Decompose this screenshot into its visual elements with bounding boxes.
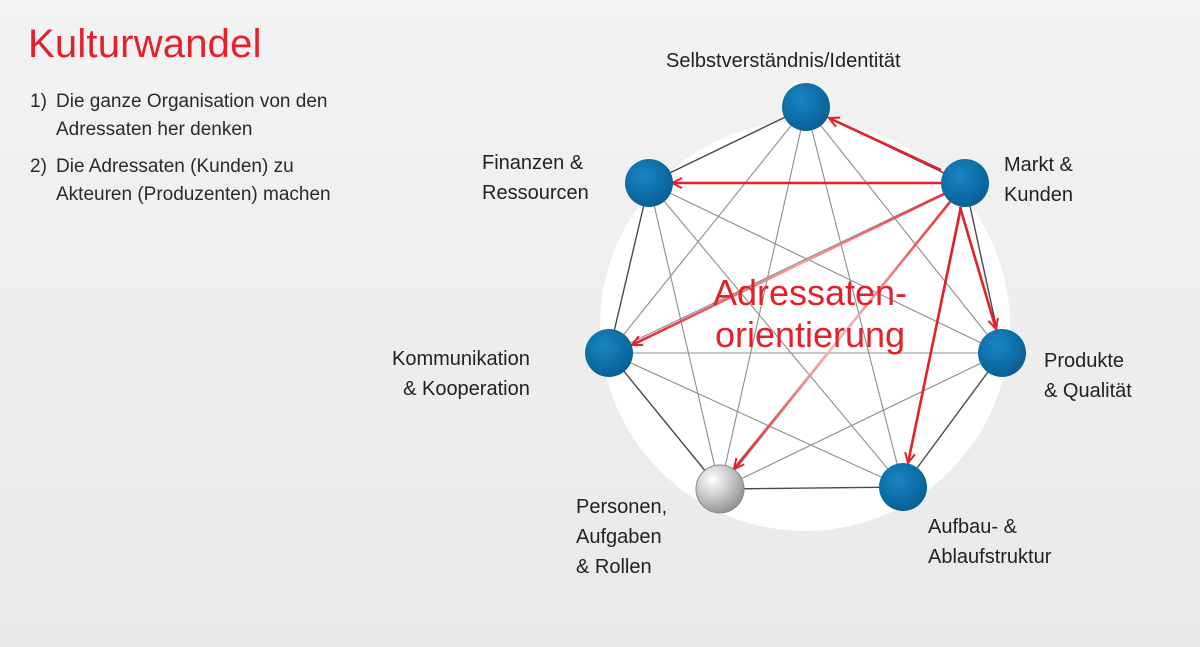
node-label-aufbau: Aufbau- & Ablaufstruktur: [928, 516, 1052, 568]
edge-produkte-aufbau: [902, 352, 1003, 488]
background-circle: [600, 121, 1010, 531]
arrow-markt-identitaet: [829, 118, 942, 172]
node-aufbau: [879, 463, 927, 511]
edge-aufbau-personen: [719, 486, 904, 490]
nodes: [585, 83, 1026, 514]
node-label-personen: Personen, Aufgaben & Rollen: [576, 496, 668, 578]
node-produkte: [978, 329, 1026, 377]
node-label-kommunikation: Kommunikation & Kooperation: [392, 348, 530, 400]
node-identitaet: [782, 83, 830, 131]
edge-personen-kommunikation: [608, 352, 721, 490]
edge-identitaet-kommunikation: [608, 106, 807, 354]
node-label-produkte: Produkte & Qualität: [1044, 350, 1132, 402]
key-points-list: 1) Die ganze Organisation von den Adress…: [30, 88, 331, 218]
edge-identitaet-finanzen: [648, 106, 807, 184]
edge-identitaet-personen: [719, 106, 807, 490]
edge-produkte-personen: [719, 352, 1003, 490]
node-label-identitaet: Selbstverständnis/Identität: [666, 50, 901, 72]
center-label: Adressaten- orientierung: [712, 272, 908, 355]
key-point-text: Die ganze Organisation von den Adressate…: [56, 91, 328, 140]
page-title: Kulturwandel: [28, 22, 262, 66]
arrow-markt-personen: [734, 201, 952, 469]
node-label-markt: Markt & Kunden: [1004, 154, 1073, 206]
edge-aufbau-finanzen: [648, 182, 904, 488]
node-finanzen: [625, 159, 673, 207]
key-point-number: 2): [30, 156, 47, 177]
edge-personen-finanzen: [648, 182, 721, 490]
key-point-number: 1): [30, 91, 47, 112]
key-point: 1) Die ganze Organisation von den Adress…: [30, 88, 331, 144]
key-point: 2) Die Adressaten (Kunden) zu Akteuren (…: [30, 153, 331, 209]
edge-identitaet-aufbau: [805, 106, 904, 488]
node-markt: [941, 159, 989, 207]
arrow-markt-aufbau: [908, 206, 963, 463]
arrow-markt-produkte: [958, 206, 996, 329]
edge-produkte-finanzen: [648, 182, 1003, 354]
arrow-markt-kommunikation: [632, 192, 945, 347]
edge-kommunikation-finanzen: [608, 182, 650, 354]
edge-aufbau-kommunikation: [608, 352, 904, 488]
node-kommunikation: [585, 329, 633, 377]
edge-identitaet-produkte: [805, 106, 1003, 354]
arrows: [632, 118, 996, 469]
node-personen: [695, 464, 745, 514]
node-label-finanzen: Finanzen & Ressourcen: [482, 152, 589, 204]
key-point-text: Die Adressaten (Kunden) zu Akteuren (Pro…: [56, 156, 331, 205]
